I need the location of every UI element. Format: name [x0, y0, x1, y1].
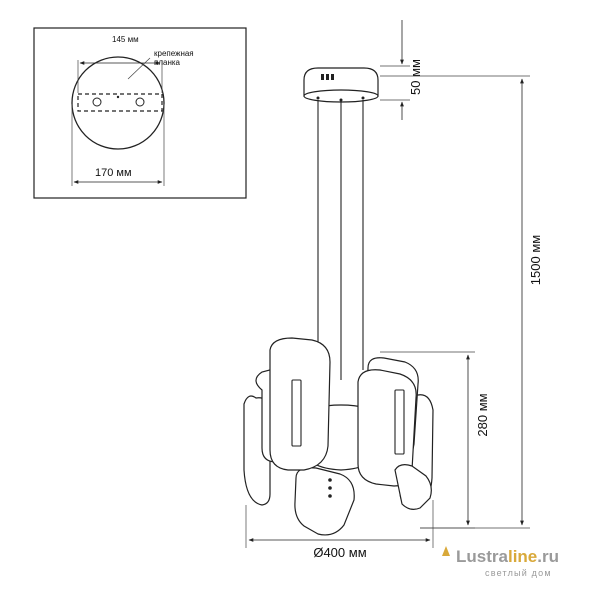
canopy-height-label: 50 мм	[408, 59, 423, 95]
total-height-label: 1500 мм	[528, 235, 543, 285]
body-height-dimension: 280 мм	[380, 351, 490, 529]
mounting-inset: 145 мм крепежная планка 170 мм	[33, 27, 247, 199]
body-diameter-label: Ø400 мм	[313, 545, 366, 560]
body-height-label: 280 мм	[475, 393, 490, 436]
canopy-diameter-label: 170 мм	[95, 167, 132, 179]
canopy-height-dimension: 50 мм	[380, 20, 423, 120]
mounting-plate	[77, 93, 163, 112]
inset-frame	[33, 27, 247, 199]
logo-text-line: line	[508, 547, 537, 566]
logo-tagline: светлый дом	[485, 568, 552, 578]
plate-width-label: 145 мм	[112, 35, 139, 44]
logo-text-ru: .ru	[537, 547, 559, 566]
lustraline-logo: Lustraline.ru светлый дом	[442, 546, 559, 578]
lamp-logo-icon	[442, 546, 450, 556]
ceiling-canopy	[303, 67, 379, 103]
svg-text:Lustraline.ru: Lustraline.ru	[456, 547, 559, 566]
plate-hole-left	[92, 97, 102, 107]
plate-hole-right	[135, 97, 145, 107]
lamp-body	[243, 337, 434, 536]
plate-center-mark	[116, 95, 120, 99]
led-strips	[291, 379, 405, 455]
body-diameter-dimension: Ø400 мм	[245, 500, 434, 560]
led-strip-right	[394, 389, 405, 455]
plate-label-line2: планка	[154, 58, 181, 67]
plate-label-line1: крепежная	[154, 49, 194, 58]
total-height-dimension: 1500 мм	[380, 75, 543, 529]
canopy-circle	[71, 56, 165, 150]
led-strip-left	[291, 379, 302, 447]
hub-screws	[328, 478, 332, 498]
logo-text-lustra: Lustra	[456, 547, 509, 566]
suspension-cables	[317, 100, 364, 380]
